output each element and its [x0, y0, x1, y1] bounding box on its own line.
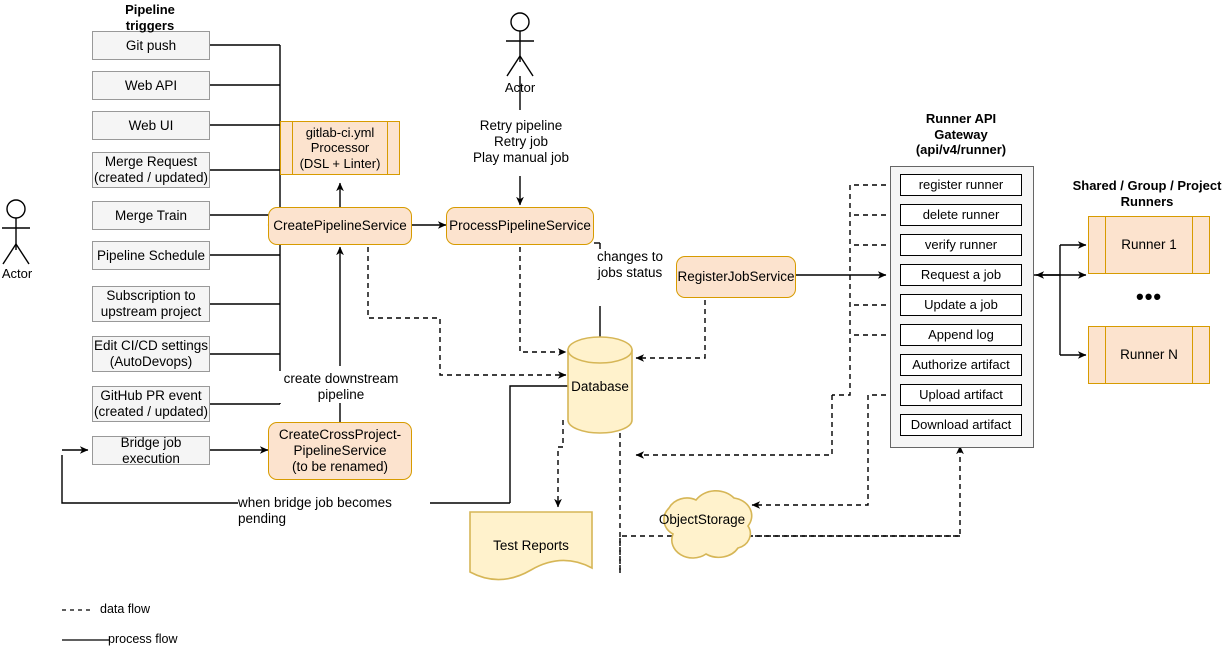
runner-n[interactable]: Runner N: [1088, 326, 1210, 384]
database-cylinder-shape: [567, 336, 633, 434]
endpoint-verify-runner[interactable]: verify runner: [900, 234, 1022, 256]
trigger-git-push[interactable]: Git push: [92, 31, 210, 60]
trigger-bridge-job-execution[interactable]: Bridge job execution: [92, 435, 210, 466]
dataflow-upload-artifact-to-objectstorage: [751, 394, 886, 509]
register-job-service[interactable]: RegisterJobService: [676, 256, 796, 298]
label-when-bridge-job-pending: when bridge job becomes pending: [238, 495, 430, 528]
pipeline-triggers-heading: Pipeline triggers: [125, 2, 175, 33]
endpoint-update-a-job[interactable]: Update a job: [900, 294, 1022, 316]
endpoint-request-a-job[interactable]: Request a job: [900, 264, 1022, 286]
label-retry-actions: Retry pipeline Retry job Play manual job: [462, 118, 580, 167]
endpoint-append-log[interactable]: Append log: [900, 324, 1022, 346]
endpoint-authorize-artifact[interactable]: Authorize artifact: [900, 354, 1022, 376]
dataflow-objectstorage-to-download-artifact: [746, 445, 964, 537]
dataflow-gateway-left-trunk: [832, 185, 851, 396]
actor-top-label: Actor: [504, 80, 536, 95]
process-pipeline-service[interactable]: ProcessPipelineService: [446, 207, 594, 245]
dataflow-gateway-to-db: [635, 395, 833, 459]
label-changes-to-jobs-status: changes to jobs status: [588, 249, 672, 282]
test-reports-document-shape: [469, 511, 593, 581]
trigger-subscription-upstream[interactable]: Subscription to upstream project: [92, 286, 210, 322]
create-pipeline-service[interactable]: CreatePipelineService: [268, 207, 412, 245]
actor-top-icon: [506, 12, 534, 77]
object-storage-label: ObjectStorage: [658, 512, 746, 527]
edge-db-to-bridgeline: [509, 385, 568, 503]
database-label: Database: [571, 379, 629, 394]
test-reports-label: Test Reports: [493, 538, 569, 553]
trigger-merge-train[interactable]: Merge Train: [92, 201, 210, 230]
dataflow-registerjob-to-db: [635, 300, 706, 362]
gitlab-ci-yml-processor[interactable]: gitlab-ci.yml Processor (DSL + Linter): [280, 121, 400, 175]
trigger-merge-request[interactable]: Merge Request (created / updated): [92, 152, 210, 188]
dataflow-db-to-testreports: [554, 420, 564, 508]
trigger-github-pr-event[interactable]: GitHub PR event (created / updated): [92, 386, 210, 422]
trigger-pipeline-schedule[interactable]: Pipeline Schedule: [92, 241, 210, 270]
dataflow-bottom-return-a: [619, 535, 960, 573]
endpoint-download-artifact[interactable]: Download artifact: [900, 414, 1022, 436]
dataflow-createpipeline-to-db: [367, 247, 567, 379]
runner-1[interactable]: Runner 1: [1088, 216, 1210, 274]
endpoint-upload-artifact[interactable]: Upload artifact: [900, 384, 1022, 406]
legend-process-flow-label: process flow: [108, 632, 178, 646]
endpoint-register-runner[interactable]: register runner: [900, 174, 1022, 196]
runners-ellipsis: •••: [1136, 284, 1163, 309]
trigger-web-ui[interactable]: Web UI: [92, 111, 210, 140]
trigger-web-api[interactable]: Web API: [92, 71, 210, 100]
object-storage-cloud-shape: [663, 489, 753, 559]
legend-data-flow-label: data flow: [100, 602, 151, 616]
runners-caption: Shared / Group / Project Runners: [1072, 178, 1222, 209]
label-create-downstream-pipeline: create downstream pipeline: [278, 371, 404, 404]
dataflow-processpipeline-to-db: [519, 247, 567, 356]
runner-api-gateway-caption: Runner API Gateway (api/v4/runner): [915, 111, 1007, 158]
trigger-edit-cicd-settings[interactable]: Edit CI/CD settings (AutoDevops): [92, 336, 210, 372]
create-cross-project-pipeline-service[interactable]: CreateCrossProject- PipelineService (to …: [268, 422, 412, 480]
actor-left-label: Actor: [1, 266, 33, 281]
actor-left-icon: [2, 199, 30, 265]
endpoint-delete-runner[interactable]: delete runner: [900, 204, 1022, 226]
